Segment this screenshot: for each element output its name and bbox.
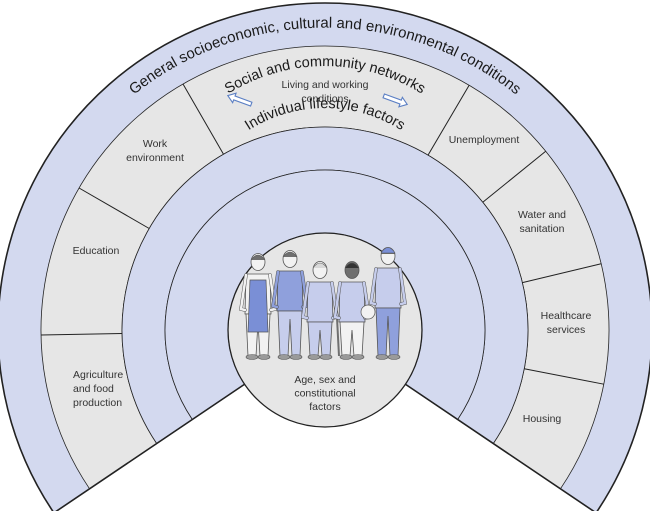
segment-divider [41,333,123,336]
segment-label-unemployment: Unemployment [449,134,520,146]
segment-label-line: Work [143,138,168,150]
segment-label-education: Education [73,245,120,257]
figure-man-apron [239,253,277,360]
segment-divider [427,85,470,156]
segment-label-healthcare: Healthcare services [541,310,592,336]
segment-label-line: sanitation [520,223,565,235]
figure-man-cap [369,247,407,360]
segment-label-line: Water and [518,209,566,221]
segment-label-line: conditions [301,93,348,105]
segment-label-line: production [73,397,122,409]
figure-youth-basketball [333,261,376,360]
segment-divider [482,150,547,203]
center-label-line: factors [309,401,341,413]
segment-label-line: and food [73,383,114,395]
arrow-right-icon [382,93,409,108]
segment-divider [522,263,602,284]
segment-label-line: Healthcare [541,310,592,322]
segment-label-line: services [547,324,586,336]
segment-label-line: Education [73,245,120,257]
segment-label-work-environment: Work environment [126,138,184,164]
center-label-line: Age, sex and [294,374,355,386]
segment-divider [524,368,604,385]
segment-divider [78,187,150,229]
arrow-left-icon [226,92,253,107]
segment-divider [182,83,224,155]
center-label-line: constitutional [294,388,355,400]
segment-label-line: environment [126,152,184,164]
people-illustration [239,247,407,360]
segment-label-agriculture: Agriculture and food production [73,369,123,409]
segment-label-line: Unemployment [449,134,520,146]
segment-label-line: Agriculture [73,369,123,381]
segment-label-water-sanitation: Water and sanitation [518,209,566,235]
segment-label-line: Housing [523,413,562,425]
segment-label-living-working: Living and working conditions [282,79,369,105]
segment-label-line: Living and working [282,79,369,91]
segment-label-housing: Housing [523,413,562,425]
